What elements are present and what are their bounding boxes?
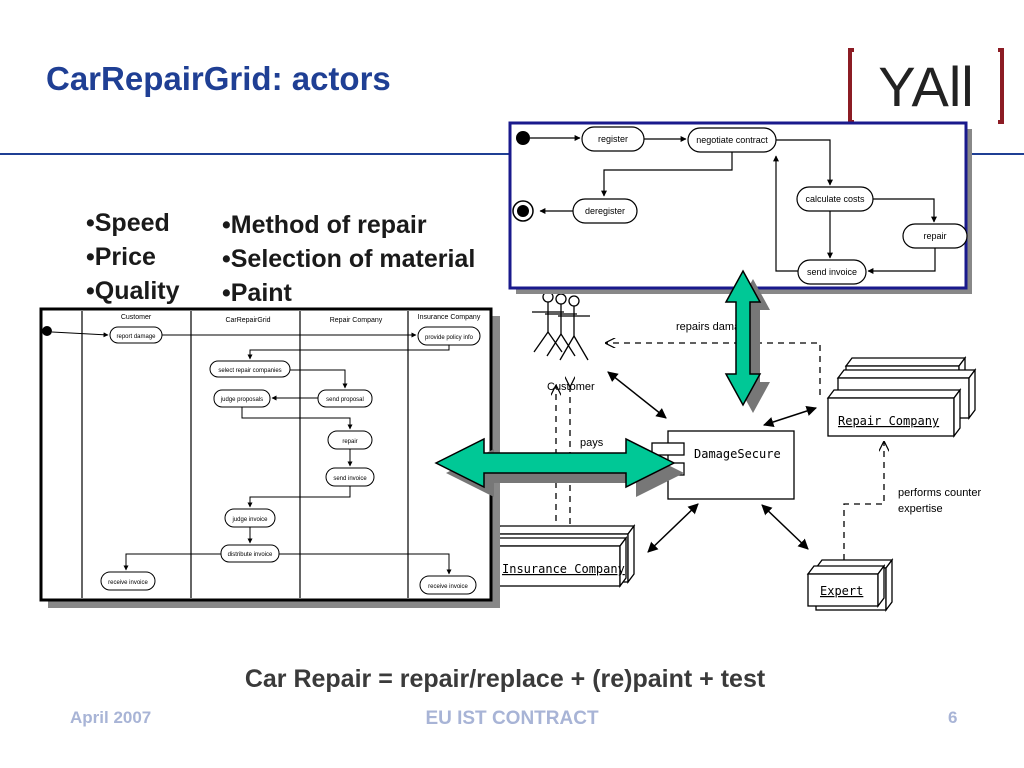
bullet-material: •Selection of material	[222, 245, 476, 273]
activity-distribute-invoice: distribute invoice	[228, 552, 273, 558]
state-repair: repair	[923, 231, 946, 241]
performs-label-line1: performs counter	[898, 487, 981, 499]
bullet-speed: •Speed	[86, 209, 170, 237]
yall-logo: YAll	[848, 48, 1004, 124]
activity-receive-invoice-customer: receive invoice	[108, 580, 148, 586]
bullet-quality: •Quality	[86, 277, 180, 305]
footer-contract: EU IST CONTRACT	[425, 708, 599, 729]
lane-customer: Customer	[121, 314, 152, 321]
repair-company-node	[826, 356, 977, 438]
damage-secure-label: DamageSecure	[694, 447, 781, 461]
state-diagram: register negotiate contract calculate co…	[508, 121, 972, 294]
state-negotiate-contract: negotiate contract	[696, 135, 768, 145]
bullet-price: •Price	[86, 243, 156, 271]
method-list: •Method of repair •Selection of material…	[222, 208, 475, 310]
activity-report-damage: report damage	[116, 334, 156, 340]
activity-receive-invoice-insurance: receive invoice	[428, 584, 468, 590]
activity-send-proposal: send proposal	[326, 397, 364, 403]
damage-secure-component: DamageSecure	[651, 430, 795, 500]
lane-insurance-company: Insurance Company	[418, 314, 481, 321]
bullet-method: •Method of repair	[222, 211, 427, 239]
customer-label: Customer	[547, 381, 595, 393]
criteria-list: •Speed •Price •Quality	[86, 206, 180, 308]
activity-select-repair-companies: select repair companies	[218, 368, 281, 374]
activity-provide-policy-info: provide policy info	[425, 335, 474, 341]
link-arrow-vertical	[724, 269, 770, 413]
expert-label: Expert	[820, 584, 863, 598]
customer-actor-icon	[532, 291, 590, 361]
slide-title: CarRepairGrid: actors	[46, 60, 391, 97]
activity-judge-proposals: judge proposals	[220, 397, 263, 403]
link-arrow-horizontal	[434, 437, 684, 497]
activity-send-invoice: send invoice	[333, 476, 367, 482]
performs-label-line2: expertise	[898, 503, 943, 515]
activity-diagram: Customer CarRepairGrid Repair Company In…	[39, 307, 500, 608]
state-calculate-costs: calculate costs	[805, 194, 865, 204]
logo-text: YAll	[878, 55, 973, 118]
activity-judge-invoice: judge invoice	[231, 517, 268, 523]
lane-carrepairgrid: CarRepairGrid	[225, 317, 270, 324]
expert-node	[806, 558, 894, 612]
repair-company-label: Repair Company	[838, 414, 939, 428]
state-deregister: deregister	[585, 206, 625, 216]
activity-repair: repair	[342, 439, 357, 445]
insurance-company-node	[484, 524, 636, 588]
pays-label: pays	[580, 437, 604, 449]
component-diagram: Customer repairs damage pays DamageSecur…	[484, 291, 981, 612]
bullet-paint: •Paint	[222, 279, 292, 307]
insurance-company-label: Insurance Company	[502, 562, 625, 576]
slide-caption: Car Repair = repair/replace + (re)paint …	[244, 665, 766, 693]
repairs-damage-label: repairs damage	[676, 321, 752, 333]
page-number: 6	[948, 708, 958, 727]
lane-repair-company: Repair Company	[330, 317, 383, 324]
state-register: register	[598, 134, 628, 144]
footer-date: April 2007	[70, 708, 152, 727]
state-send-invoice: send invoice	[807, 267, 857, 277]
